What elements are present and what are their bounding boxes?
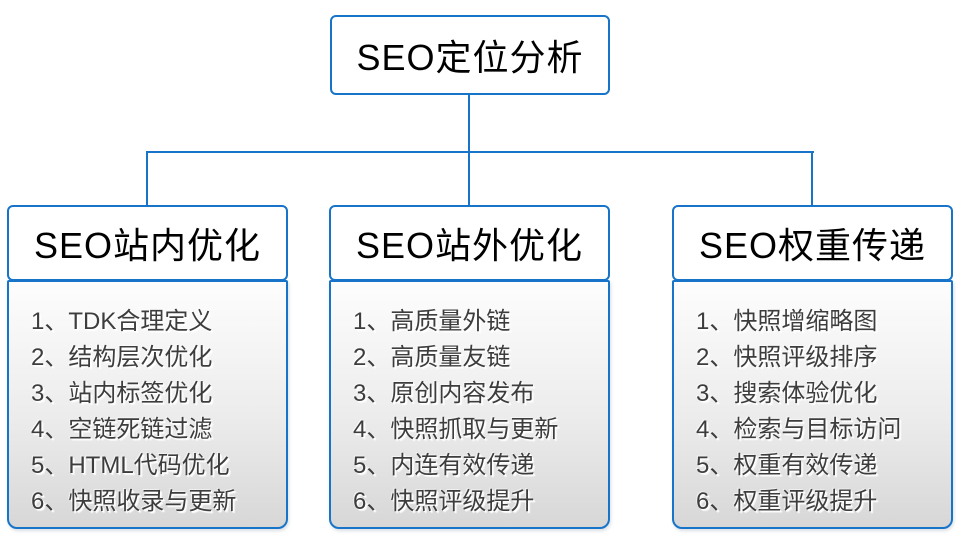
connector-horizontal-bus <box>146 151 814 153</box>
connector-drop-right <box>811 151 813 206</box>
branch-list-weight: 1、快照增缩略图 2、快照评级排序 3、搜索体验优化 4、检索与目标访问 5、权… <box>672 280 953 529</box>
list-item: 2、结构层次优化 <box>31 344 213 371</box>
branch-node-weight: SEO权重传递 <box>672 205 953 281</box>
connector-drop-left <box>146 151 148 206</box>
list-item: 3、原创内容发布 <box>353 380 535 407</box>
branch-title-weight: SEO权重传递 <box>698 225 927 266</box>
list-item: 4、快照抓取与更新 <box>353 416 559 443</box>
list-item: 3、搜索体验优化 <box>696 380 878 407</box>
list-item: 5、内连有效传递 <box>353 452 535 479</box>
list-item: 6、快照收录与更新 <box>31 488 237 515</box>
list-item: 6、权重评级提升 <box>696 488 878 515</box>
list-item: 6、快照评级提升 <box>353 488 535 515</box>
branch-node-onsite: SEO站内优化 <box>7 205 288 281</box>
list-item: 1、高质量外链 <box>353 308 511 335</box>
branch-list-onsite: 1、TDK合理定义 2、结构层次优化 3、站内标签优化 4、空链死链过滤 5、H… <box>7 280 288 529</box>
list-item: 1、TDK合理定义 <box>31 308 213 335</box>
list-item: 5、权重有效传递 <box>696 452 878 479</box>
root-node: SEO定位分析 <box>330 15 610 95</box>
connector-drop-middle <box>468 151 470 206</box>
list-item: 5、HTML代码优化 <box>31 452 230 479</box>
list-item: 4、空链死链过滤 <box>31 416 213 443</box>
list-item: 2、高质量友链 <box>353 344 511 371</box>
list-item: 2、快照评级排序 <box>696 344 878 371</box>
list-item: 4、检索与目标访问 <box>696 416 902 443</box>
list-item: 3、站内标签优化 <box>31 380 213 407</box>
branch-node-offsite: SEO站外优化 <box>329 205 610 281</box>
branch-title-onsite: SEO站内优化 <box>33 225 262 266</box>
connector-root-vertical <box>468 95 470 152</box>
root-node-title: SEO定位分析 <box>356 37 584 78</box>
list-item: 1、快照增缩略图 <box>696 308 878 335</box>
branch-title-offsite: SEO站外优化 <box>355 225 584 266</box>
branch-list-offsite: 1、高质量外链 2、高质量友链 3、原创内容发布 4、快照抓取与更新 5、内连有… <box>329 280 610 529</box>
